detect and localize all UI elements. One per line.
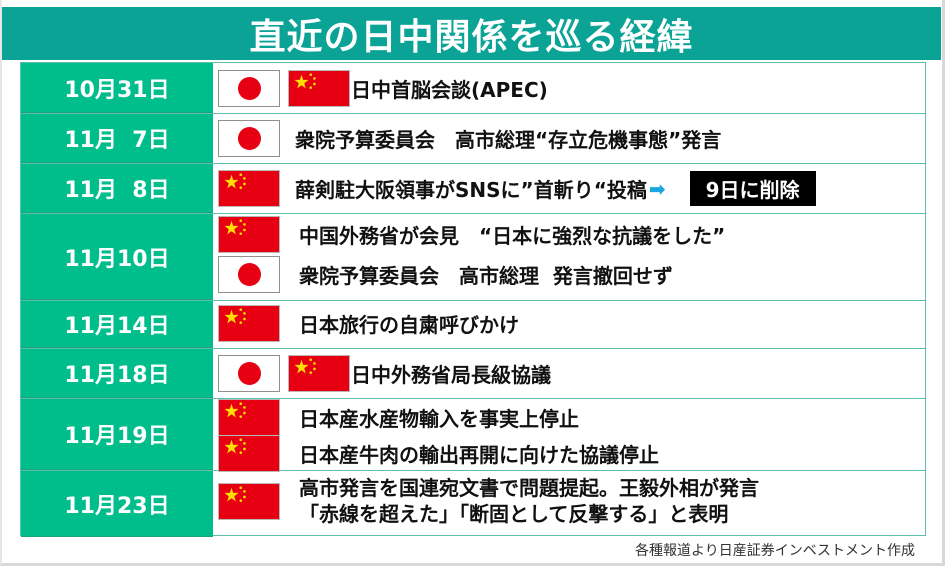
row-content: 高市発言を国連宛文書で問題提起。王毅外相が発言 「赤線を超えた」「断固として反撃…: [213, 471, 925, 537]
row-content: 薛剣駐大阪領事がSNSに”首斬り“投稿➡ 9日に削除: [213, 164, 925, 213]
event-line: 日中首脳会談(APEC): [218, 70, 925, 107]
event-text: 衆院予算委員会 高市総理 発言撤回せず: [299, 264, 673, 288]
row-date: 11月14日: [21, 301, 213, 348]
event-text: 衆院予算委員会 高市総理“存立危機事態”発言: [295, 128, 722, 152]
timeline-row: 11月14日 日本旅行の自粛呼びかけ: [21, 301, 925, 349]
row-date: 11月 7日: [21, 114, 213, 163]
source-note: 各種報道より日産証券インベストメント作成: [635, 543, 915, 559]
china-flag-icon: [288, 70, 350, 107]
row-date: 11月 8日: [21, 164, 213, 213]
arrow-right-icon: ➡: [648, 176, 666, 201]
china-flag-icon: [218, 170, 280, 207]
event-text: 日本産水産物輸入を事実上停止: [299, 407, 579, 431]
row-date: 10月31日: [21, 63, 213, 113]
japan-flag-icon: [218, 120, 280, 157]
china-flag-icon: [218, 216, 280, 253]
event-text: 日本旅行の自粛呼びかけ: [299, 313, 519, 337]
timeline-row: 11月19日 日本産水産物輸入を事実上停止 日本産牛肉の輸出再開に向けた協議停止: [21, 399, 925, 472]
timeline-table: 10月31日 日中首脳会談(APEC)11月 7日衆院予算委員会 高市総理“存立…: [20, 62, 926, 537]
china-flag-icon: [218, 399, 280, 436]
china-flag-icon: [218, 482, 280, 520]
row-date: 11月19日: [21, 399, 213, 470]
row-content: 衆院予算委員会 高市総理“存立危機事態”発言: [213, 114, 925, 163]
japan-flag-icon: [218, 355, 280, 392]
timeline-row: 10月31日 日中首脳会談(APEC): [21, 63, 925, 114]
timeline-row: 11月18日 日中外務省局長級協議: [21, 349, 925, 399]
event-line: 衆院予算委員会 高市総理“存立危機事態”発言: [218, 120, 925, 157]
timeline-row: 11月 7日 衆院予算委員会 高市総理“存立危機事態”発言: [21, 114, 925, 164]
event-text: 日本産牛肉の輸出再開に向けた協議停止: [299, 443, 659, 467]
china-flag-icon: [218, 435, 280, 472]
row-date: 11月23日: [21, 471, 213, 537]
timeline-row: 11月10日 中国外務省が会見 “日本に強烈な抗議をした” 衆院予算委員会 高市総…: [21, 214, 925, 301]
timeline-row: 11月23日 高市発言を国連宛文書で問題提起。王毅外相が発言 「赤線を超えた」「…: [21, 471, 925, 537]
event-text: 日中首脳会談(APEC): [351, 78, 548, 102]
event-line: 衆院予算委員会 高市総理 発言撤回せず: [218, 256, 925, 293]
china-flag-icon: [218, 305, 280, 342]
event-text: 中国外務省が会見 “日本に強烈な抗議をした”: [299, 224, 726, 248]
event-line: 日中外務省局長級協議: [218, 355, 925, 392]
event-line: 日本産牛肉の輸出再開に向けた協議停止: [218, 435, 925, 472]
title-bar: 直近の日中関係を巡る経緯: [2, 7, 941, 60]
event-line: 高市発言を国連宛文書で問題提起。王毅外相が発言 「赤線を超えた」「断固として反撃…: [218, 475, 925, 527]
japan-flag-icon: [218, 70, 280, 107]
row-content: 日本産水産物輸入を事実上停止 日本産牛肉の輸出再開に向けた協議停止: [213, 399, 925, 472]
row-content: 中国外務省が会見 “日本に強烈な抗議をした” 衆院予算委員会 高市総理 発言撤回せ…: [213, 214, 925, 300]
event-text: 日中外務省局長級協議: [351, 363, 551, 387]
row-content: 日中首脳会談(APEC): [213, 63, 925, 113]
china-flag-icon: [288, 355, 350, 392]
event-line: 薛剣駐大阪領事がSNSに”首斬り“投稿➡ 9日に削除: [218, 170, 925, 207]
event-text: 高市発言を国連宛文書で問題提起。王毅外相が発言 「赤線を超えた」「断固として反撃…: [299, 476, 759, 526]
event-line: 日本産水産物輸入を事実上停止: [218, 399, 925, 436]
deleted-badge: 9日に削除: [689, 171, 816, 206]
japan-flag-icon: [218, 256, 280, 293]
row-date: 11月18日: [21, 349, 213, 398]
event-line: 日本旅行の自粛呼びかけ: [218, 305, 925, 342]
row-date: 11月10日: [21, 214, 213, 300]
page-title: 直近の日中関係を巡る経緯: [249, 16, 694, 58]
row-content: 日中外務省局長級協議: [213, 349, 925, 398]
event-text: 薛剣駐大阪領事がSNSに”首斬り“投稿: [295, 178, 647, 202]
timeline-row: 11月 8日 薛剣駐大阪領事がSNSに”首斬り“投稿➡ 9日に削除: [21, 164, 925, 214]
event-line: 中国外務省が会見 “日本に強烈な抗議をした”: [218, 216, 925, 253]
row-content: 日本旅行の自粛呼びかけ: [213, 301, 925, 348]
